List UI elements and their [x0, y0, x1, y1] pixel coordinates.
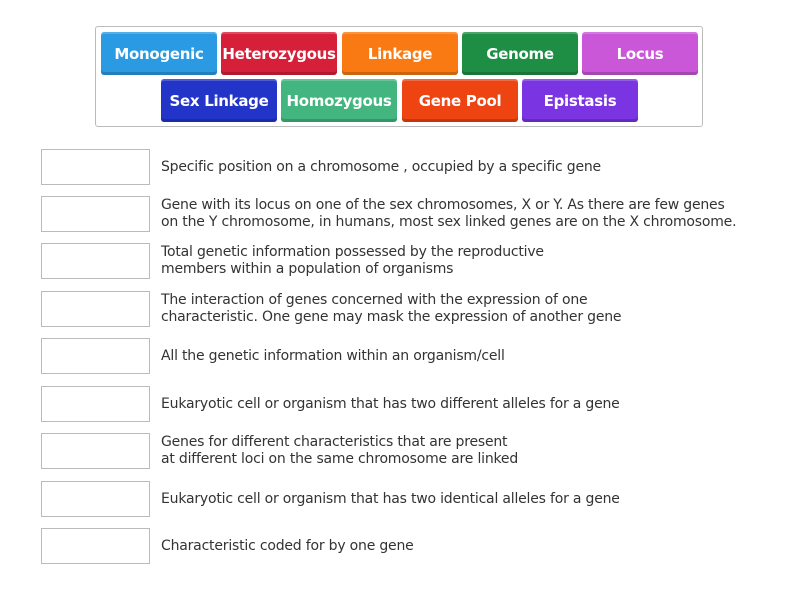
definition-text: Total genetic information possessed by t…	[161, 244, 544, 278]
definition-line: members within a population of organisms	[161, 261, 454, 277]
definition-text: All the genetic information within an or…	[161, 348, 505, 365]
answer-tile-monogenic[interactable]: Monogenic	[101, 32, 217, 75]
drop-box[interactable]	[41, 291, 150, 327]
drop-box[interactable]	[41, 196, 150, 232]
definition-text: Gene with its locus on one of the sex ch…	[161, 197, 737, 231]
answer-tile-sex-linkage[interactable]: Sex Linkage	[161, 79, 277, 122]
definition-line: Gene with its locus on one of the sex ch…	[161, 197, 725, 213]
drop-box[interactable]	[41, 528, 150, 564]
definition-text: Eukaryotic cell or organism that has two…	[161, 396, 620, 413]
word-bank	[95, 26, 703, 127]
answer-tile-heterozygous[interactable]: Heterozygous	[221, 32, 337, 75]
drop-box[interactable]	[41, 149, 150, 185]
answer-tile-linkage[interactable]: Linkage	[342, 32, 458, 75]
answer-tile-genome[interactable]: Genome	[462, 32, 578, 75]
definition-line: Genes for different characteristics that…	[161, 434, 508, 450]
definition-line: Eukaryotic cell or organism that has two…	[161, 490, 620, 507]
definition-line: characteristic. One gene may mask the ex…	[161, 309, 622, 325]
definition-text: Specific position on a chromosome , occu…	[161, 159, 601, 176]
definition-text: Genes for different characteristics that…	[161, 434, 518, 468]
definition-line: at different loci on the same chromosome…	[161, 451, 519, 467]
drop-box[interactable]	[41, 338, 150, 374]
answer-tile-homozygous[interactable]: Homozygous	[281, 79, 397, 122]
definition-line: on the Y chromosome, in humans, most sex…	[161, 214, 737, 230]
definition-text: Characteristic coded for by one gene	[161, 538, 414, 555]
definition-line: Eukaryotic cell or organism that has two…	[161, 395, 620, 412]
definition-text: Eukaryotic cell or organism that has two…	[161, 491, 620, 508]
definition-line: Total genetic information possessed by t…	[161, 244, 544, 260]
definition-line: Specific position on a chromosome , occu…	[161, 158, 601, 175]
definition-line: The interaction of genes concerned with …	[161, 292, 588, 308]
drop-box[interactable]	[41, 386, 150, 422]
drop-box[interactable]	[41, 481, 150, 517]
answer-tile-gene-pool[interactable]: Gene Pool	[402, 79, 518, 122]
definition-line: All the genetic information within an or…	[161, 347, 505, 364]
definition-text: The interaction of genes concerned with …	[161, 292, 622, 326]
definition-line: Characteristic coded for by one gene	[161, 537, 414, 554]
drop-box[interactable]	[41, 433, 150, 469]
answer-tile-locus[interactable]: Locus	[582, 32, 698, 75]
drop-box[interactable]	[41, 243, 150, 279]
answer-tile-epistasis[interactable]: Epistasis	[522, 79, 638, 122]
